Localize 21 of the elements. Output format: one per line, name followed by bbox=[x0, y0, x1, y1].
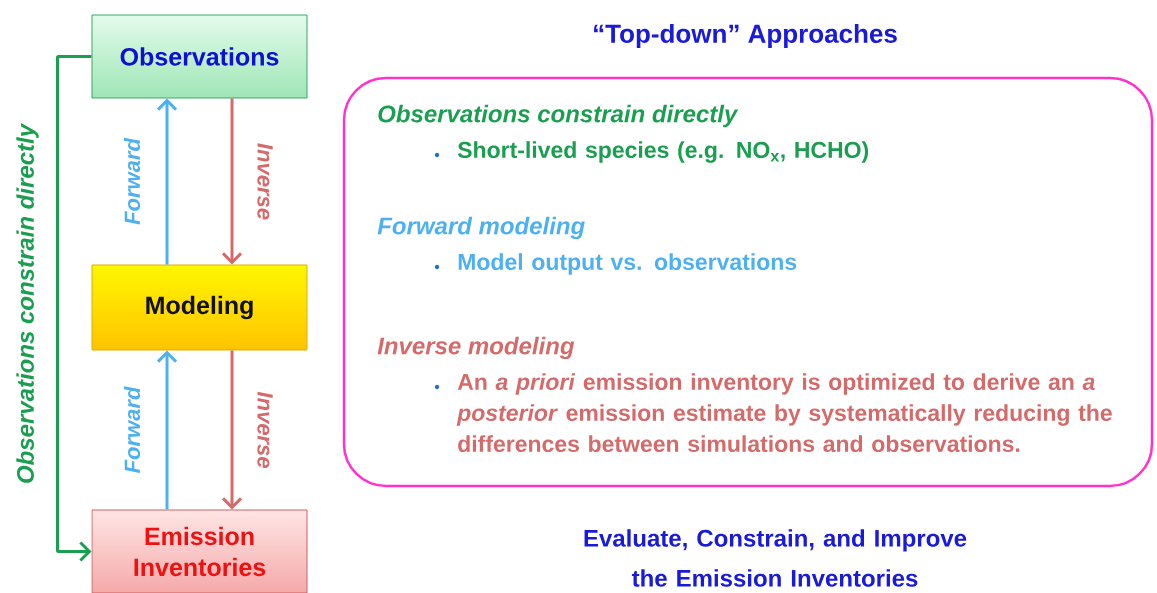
arrow bbox=[156, 350, 178, 510]
arrow bbox=[56, 55, 92, 562]
bullet-text: Short-lived species (e.g. NO$_{x}$, HCHO) bbox=[457, 141, 869, 163]
heading: “Top-down” Approaches bbox=[594, 23, 897, 49]
process-box: Observations bbox=[91, 14, 308, 99]
arrow bbox=[156, 98, 178, 265]
section-heading: Inverse modeling bbox=[377, 336, 575, 360]
section-heading: Forward modeling bbox=[377, 216, 585, 240]
process-box: Modeling bbox=[91, 264, 308, 351]
edge-label: Inverse bbox=[256, 390, 274, 470]
conclusion-text: Evaluate, Constrain, and Improve the Emission Inventories bbox=[584, 529, 967, 587]
section-heading: Observations constrain directly bbox=[378, 104, 739, 128]
edge-label: Inverse bbox=[256, 141, 274, 221]
edge-label: Observations constrain directly bbox=[15, 122, 40, 486]
edge-label: Forward bbox=[122, 385, 142, 475]
bullet-text: Model output vs. observations bbox=[458, 253, 797, 275]
process-box: Emission Inventories bbox=[91, 509, 308, 593]
arrow bbox=[221, 350, 243, 510]
edge-label: Forward bbox=[122, 137, 142, 226]
arrow bbox=[221, 98, 243, 265]
bullet-text: An a priori emission inventory is optimized to derive an a posterior emission estimate by systematically reducing the differences between simulations and observations. bbox=[456, 373, 1112, 453]
